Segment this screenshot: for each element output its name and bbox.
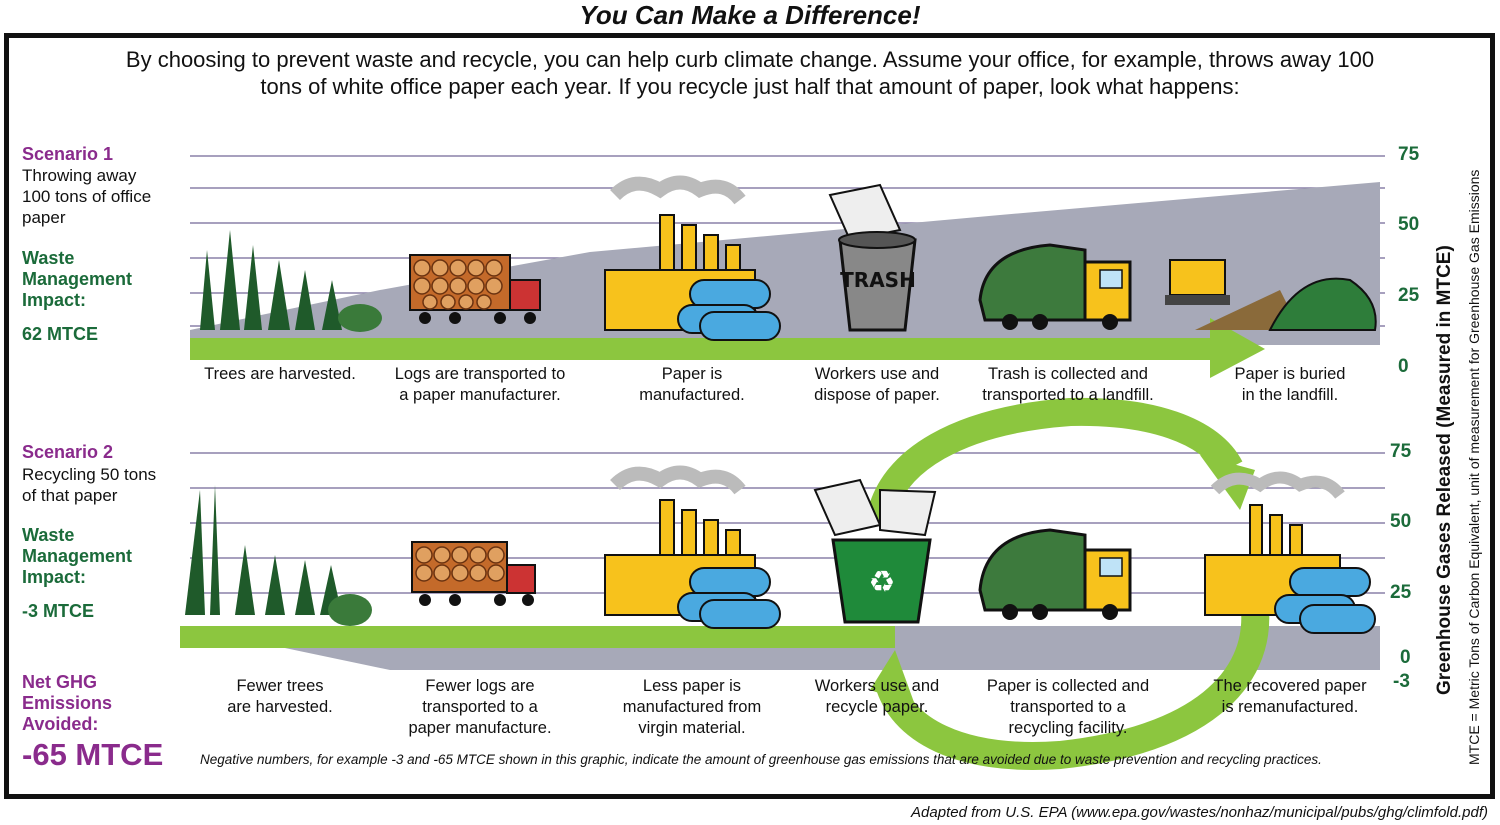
- log-truck-icon: [409, 254, 541, 324]
- baseline-bar-scenario2: [180, 626, 895, 648]
- landfill-icon: [1165, 259, 1377, 331]
- axis-tick: 0: [1400, 647, 1411, 668]
- step-caption: Trees are harvested.: [204, 365, 356, 383]
- scenario2-heading: Scenario 2: [22, 442, 114, 462]
- footnote: Negative numbers, for example -3 and -65…: [200, 752, 1322, 767]
- scenario1-impact-value: 62 MTCE: [22, 324, 99, 344]
- axis-tick: 75: [1398, 144, 1420, 165]
- grid-scenario2: [190, 452, 1385, 594]
- axis-tick: 25: [1398, 285, 1420, 306]
- forest-icon-small: [185, 485, 372, 626]
- source-credit: Adapted from U.S. EPA (www.epa.gov/waste…: [911, 804, 1488, 821]
- recycle-icon: ♻: [869, 565, 896, 600]
- axis-tick: -3: [1393, 671, 1410, 692]
- trash-can-icon: TRASH: [828, 183, 917, 332]
- scenario2-impact-value: -3 MTCE: [22, 601, 94, 621]
- factory-icon: [604, 175, 781, 341]
- intro-text: By choosing to prevent waste and recycle…: [125, 47, 1375, 99]
- axis-subtitle: MTCE = Metric Tons of Carbon Equivalent,…: [1466, 169, 1482, 765]
- page-title: You Can Make a Difference!: [579, 0, 921, 30]
- scenario1-heading: Scenario 1: [22, 144, 114, 164]
- factory-icon-2: [604, 465, 781, 629]
- axis-tick: 25: [1390, 582, 1412, 603]
- loop-arrowhead-2: [870, 650, 915, 705]
- garbage-truck-icon-2: [978, 528, 1132, 620]
- log-truck-icon-small: [411, 541, 536, 606]
- axis-tick: 50: [1398, 214, 1420, 235]
- factory-icon-3: [1204, 471, 1376, 634]
- baseline-bar-scenario1: [190, 338, 1220, 360]
- forest-icon: [200, 230, 382, 332]
- recycle-bin-icon: ♻: [813, 478, 937, 624]
- axis-tick: 75: [1390, 441, 1412, 462]
- axis-tick: 50: [1390, 511, 1412, 532]
- axis-tick: 0: [1398, 356, 1409, 377]
- trash-label: TRASH: [840, 268, 916, 292]
- recycling-loop: [866, 397, 1270, 770]
- garbage-truck-icon: [978, 243, 1132, 330]
- infographic-frame: [4, 33, 1495, 799]
- axis-title: Greenhouse Gases Released (Measured in M…: [1434, 245, 1455, 695]
- net-value: -65 MTCE: [22, 737, 164, 772]
